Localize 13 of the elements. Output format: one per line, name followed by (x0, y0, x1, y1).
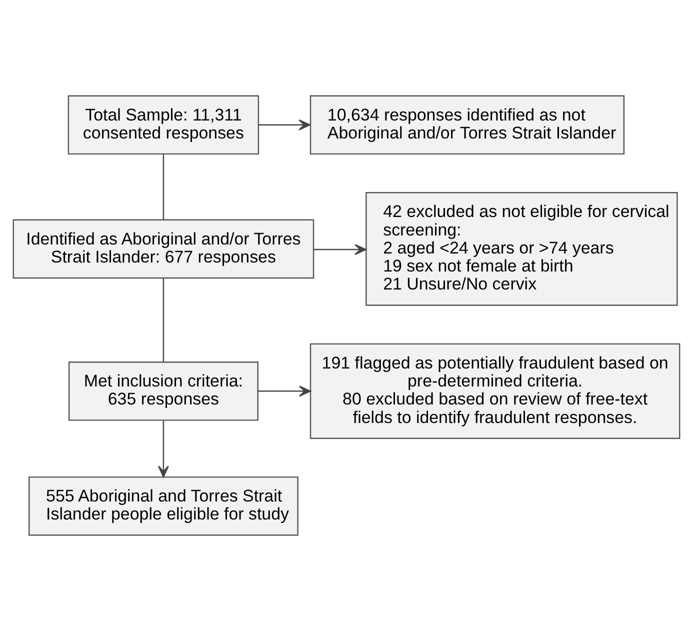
arrow (258, 385, 311, 396)
arrow (314, 244, 367, 255)
node-box: Identified as Aboriginal and/or Torres Strait Islander: 677 responses (12, 218, 314, 278)
node-box: Met inclusion criteria: 635 responses (68, 361, 258, 420)
node-box: 42 excluded as not eligible for cervical screening: 2 aged <24 years or >74 years 19 sex not female at birth 21 Unsure/No cervix (366, 192, 678, 306)
arrow (158, 420, 169, 478)
arrow (258, 118, 311, 130)
connector (162, 278, 164, 362)
node-box: Total Sample: 11,311 consented responses (68, 94, 260, 154)
connector (162, 153, 164, 220)
node-box: 191 flagged as potentially fraudulent based on pre-determined criteria. 80 excluded based on review of free-text fields to identify fraudulent responses. (310, 342, 680, 438)
node-box: 555 Aboriginal and Torres Strait Islander people eligible for study (28, 476, 298, 536)
node-box: 10,634 responses identified as not Aboriginal and/or Torres Strait Islander (310, 94, 625, 154)
